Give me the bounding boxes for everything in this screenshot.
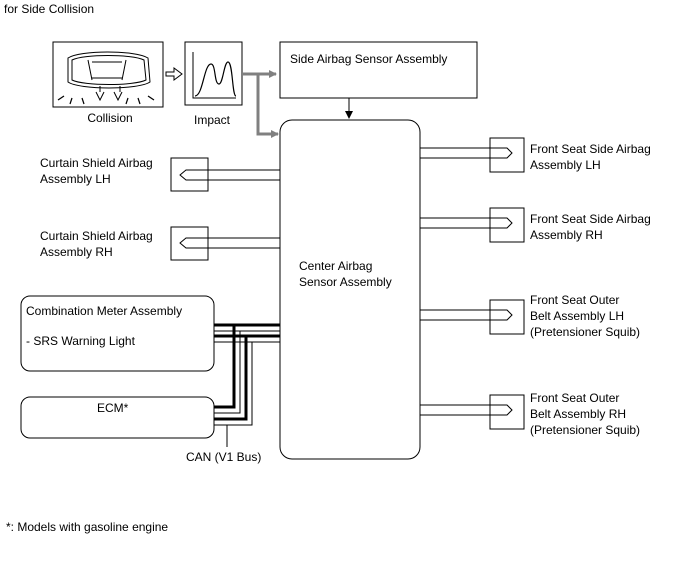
front-seat-side-rh: Front Seat Side Airbag Assembly RH	[420, 207, 651, 243]
belt-pretensioner-lh: Front Seat Outer Belt Assembly LH (Prete…	[420, 293, 640, 339]
diagram-heading: for Side Collision	[4, 2, 94, 16]
belt-rh-label-1: Front Seat Outer	[530, 391, 619, 405]
squib-icon	[179, 237, 208, 249]
impact-graph	[184, 41, 243, 106]
curtain-rh-label-2: Assembly RH	[40, 245, 113, 259]
curtain-shield-lh: Curtain Shield Airbag Assembly LH	[40, 156, 280, 192]
ecm-label: ECM*	[97, 401, 129, 415]
squib-icon	[490, 217, 513, 229]
squib-icon	[179, 169, 208, 181]
front-side-rh-label-1: Front Seat Side Airbag	[530, 212, 651, 226]
front-side-lh-label-2: Assembly LH	[530, 158, 601, 172]
curtain-lh-connector	[170, 157, 209, 192]
curtain-lh-label-1: Curtain Shield Airbag	[40, 156, 153, 170]
belt-lh-label-2: Belt Assembly LH	[530, 309, 624, 323]
belt-lh-connector	[489, 299, 525, 335]
hollow-right-arrow-icon	[165, 67, 183, 81]
can-bus-wiring	[214, 323, 280, 447]
curtain-rh-label-1: Curtain Shield Airbag	[40, 229, 153, 243]
belt-lh-label-1: Front Seat Outer	[530, 293, 619, 307]
impact-burst-icon	[57, 95, 155, 105]
belt-pretensioner-rh: Front Seat Outer Belt Assembly RH (Prete…	[420, 391, 640, 437]
combination-meter-title: Combination Meter Assembly	[26, 304, 182, 318]
srs-warning-light-label: - SRS Warning Light	[26, 334, 136, 348]
front-seat-side-lh: Front Seat Side Airbag Assembly LH	[420, 137, 651, 173]
belt-rh-label-2: Belt Assembly RH	[530, 407, 626, 421]
squib-icon	[490, 404, 513, 416]
side-airbag-sensor-box	[279, 41, 478, 99]
impact-label: Impact	[194, 113, 231, 127]
curtain-shield-rh: Curtain Shield Airbag Assembly RH	[40, 226, 280, 261]
collision-label: Collision	[87, 111, 132, 125]
belt-rh-connector	[489, 394, 525, 430]
center-airbag-sensor-label-1: Center Airbag	[299, 259, 372, 273]
squib-icon	[490, 147, 513, 159]
impact-signal-arrows	[243, 70, 279, 138]
center-airbag-sensor-label-2: Sensor Assembly	[299, 275, 392, 289]
side-airbag-sensor-label: Side Airbag Sensor Assembly	[290, 52, 447, 66]
car-top-view-icon	[67, 51, 151, 92]
curtain-lh-label-2: Assembly LH	[40, 172, 111, 186]
can-bus-label: CAN (V1 Bus)	[186, 450, 261, 464]
front-side-rh-label-2: Assembly RH	[530, 228, 603, 242]
belt-rh-label-3: (Pretensioner Squib)	[530, 423, 640, 437]
impact-waveform-icon	[194, 61, 237, 97]
collision-illustration	[52, 41, 164, 108]
combination-meter-box	[20, 295, 215, 372]
belt-lh-label-3: (Pretensioner Squib)	[530, 325, 640, 339]
center-airbag-sensor-box	[279, 119, 421, 460]
graph-axes-icon	[192, 52, 236, 99]
front-side-rh-connector	[489, 207, 525, 243]
impact-arrows-icon	[95, 91, 123, 102]
front-side-lh-label-1: Front Seat Side Airbag	[530, 142, 651, 156]
squib-icon	[490, 309, 513, 321]
footnote: *: Models with gasoline engine	[6, 520, 168, 534]
front-side-lh-connector	[489, 137, 525, 173]
curtain-rh-connector	[170, 226, 209, 261]
